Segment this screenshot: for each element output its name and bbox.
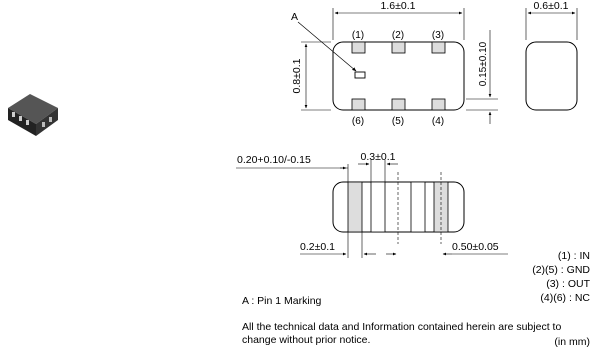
pin-label-4: (4) bbox=[432, 116, 444, 127]
pin-legend-row: (3) : OUT bbox=[546, 278, 590, 290]
bottom-view-body bbox=[332, 181, 465, 233]
bottom-dim-lower-left: 0.2±0.1 bbox=[300, 241, 335, 253]
pin-label-6: (6) bbox=[352, 116, 364, 127]
unit-note: (in mm) bbox=[554, 336, 590, 348]
bottom-dim-upper-mid: 0.3±0.1 bbox=[361, 151, 396, 163]
side-view-body bbox=[525, 41, 578, 111]
pad-5 bbox=[391, 98, 406, 111]
pin-label-5: (5) bbox=[392, 116, 404, 127]
side-thickness-dim: 0.6±0.1 bbox=[534, 0, 569, 12]
marker-leader bbox=[297, 21, 357, 72]
top-height-dim: 0.8±0.1 bbox=[291, 58, 303, 93]
pad-2 bbox=[391, 41, 406, 54]
pin-legend-row: (4)(6) : NC bbox=[540, 292, 590, 304]
side-view bbox=[525, 8, 578, 111]
pad-4 bbox=[431, 98, 446, 111]
pad-dim: 0.15±0.10 bbox=[478, 41, 489, 86]
pin1-marking bbox=[354, 71, 366, 79]
disclaimer: All the technical data and Information c… bbox=[242, 321, 562, 346]
pin-label-1: (1) bbox=[352, 30, 364, 41]
bottom-view bbox=[236, 160, 508, 258]
pin-label-3: (3) bbox=[432, 30, 444, 41]
top-view bbox=[297, 8, 498, 124]
electrode-mid-left bbox=[370, 181, 386, 233]
electrode-left bbox=[347, 181, 363, 233]
pad-1 bbox=[351, 41, 366, 54]
marking-note: A : Pin 1 Marking bbox=[242, 295, 322, 307]
pin-label-2: (2) bbox=[392, 30, 404, 41]
pin-legend-row: (1) : IN bbox=[557, 250, 590, 262]
pin-legend-row: (2)(5) : GND bbox=[532, 264, 590, 276]
top-width-dim: 1.6±0.1 bbox=[381, 0, 416, 12]
marker-letter: A bbox=[291, 11, 298, 23]
bottom-dim-lower-right: 0.50±0.05 bbox=[452, 241, 499, 253]
electrode-mid-right bbox=[410, 181, 426, 233]
pad-6 bbox=[351, 98, 366, 111]
bottom-dim-upper-left: 0.20+0.10/-0.15 bbox=[237, 154, 311, 166]
pad-3 bbox=[431, 41, 446, 54]
chip-photo bbox=[8, 94, 58, 136]
